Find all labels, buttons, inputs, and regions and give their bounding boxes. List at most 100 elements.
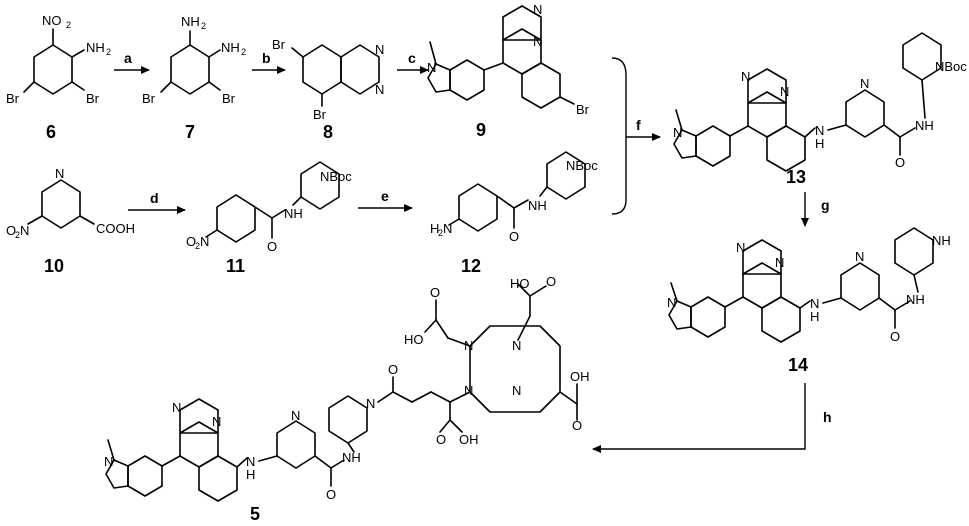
compound-label-7: 7: [185, 122, 195, 142]
atom-label: HO: [404, 332, 424, 347]
compound-14-structure: N N N N H N O NH NH: [667, 227, 951, 344]
atom-label: N: [464, 383, 473, 398]
compound-label-5: 5: [250, 504, 260, 524]
atom-label: Br: [6, 91, 20, 106]
atom-label: NH: [284, 206, 303, 221]
atom-label: COOH: [96, 221, 135, 236]
reaction-arrow-h: [592, 383, 806, 453]
compound-8-structure: Br Br N N: [272, 37, 384, 122]
compound-6-structure: NO 2 NH 2 Br Br: [6, 13, 111, 106]
atom-label: NH: [932, 233, 951, 248]
step-label-g: g: [821, 197, 830, 213]
atom-label: O: [895, 155, 905, 170]
atom-label: NH: [86, 40, 105, 55]
atom-label: O: [509, 229, 519, 244]
atom-label: N: [443, 221, 452, 236]
atom-subscript: 2: [15, 230, 20, 240]
atom-label: N: [291, 408, 300, 423]
compound-label-6: 6: [46, 122, 56, 142]
atom-label: N: [20, 223, 29, 238]
atom-label: N: [246, 454, 255, 469]
step-label-f: f: [636, 117, 641, 133]
atom-label: Br: [313, 107, 327, 122]
step-label-c: c: [408, 50, 416, 66]
atom-label: O: [572, 418, 582, 433]
atom-label: N: [673, 125, 682, 140]
atom-label: HO: [510, 276, 530, 291]
step-label-a: a: [124, 50, 132, 66]
atom-label: Br: [86, 91, 100, 106]
atom-label: Br: [142, 91, 156, 106]
atom-label: N: [667, 295, 676, 310]
atom-label: N: [775, 255, 784, 270]
atom-label: O: [186, 234, 196, 249]
atom-subscript: 2: [241, 47, 246, 57]
atom-label: H: [246, 467, 255, 482]
atom-label: N: [860, 76, 869, 91]
compound-5-structure: N N N N H N O NH N O O OH: [104, 274, 590, 502]
atom-label: O: [890, 329, 900, 344]
atom-label: O: [430, 285, 440, 300]
atom-label: NO: [42, 13, 62, 28]
atom-label: H: [815, 136, 824, 151]
atom-label: O: [267, 239, 277, 254]
atom-subscript: 2: [438, 228, 443, 238]
atom-label: N: [810, 296, 819, 311]
compound-9-structure: N N N Br: [427, 2, 590, 117]
atom-label: NH: [342, 450, 361, 465]
merge-bracket: [611, 57, 627, 215]
compound-13-structure: N N N N H N O NH NBoc: [673, 32, 967, 172]
atom-label: O: [546, 274, 556, 289]
atom-label: H: [430, 221, 439, 236]
compound-label-8: 8: [323, 122, 333, 142]
compound-label-9: 9: [476, 120, 486, 140]
atom-label: N: [780, 84, 789, 99]
compound-label-12: 12: [461, 256, 481, 276]
atom-label: NH: [915, 118, 934, 133]
atom-label: N: [375, 42, 384, 57]
atom-label: NBoc: [935, 59, 967, 74]
atom-label: N: [104, 454, 113, 469]
atom-subscript: 2: [201, 21, 206, 31]
compound-10-structure: N COOH O 2 N: [6, 166, 135, 240]
atom-label: OH: [570, 369, 590, 384]
atom-label: N: [212, 414, 221, 429]
atom-label: N: [533, 2, 542, 17]
atom-label: N: [427, 60, 436, 75]
atom-label: N: [55, 166, 64, 181]
atom-label: N: [512, 338, 521, 353]
atom-label: NH: [221, 40, 240, 55]
atom-subscript: 2: [195, 241, 200, 251]
atom-label: O: [326, 487, 336, 502]
atom-label: N: [736, 240, 745, 255]
atom-label: O: [436, 432, 446, 447]
compound-label-13: 13: [786, 167, 806, 187]
step-label-b: b: [262, 50, 271, 66]
atom-label: N: [512, 383, 521, 398]
atom-subscript: 2: [66, 20, 71, 30]
compound-7-structure: NH 2 NH 2 Br Br: [142, 14, 246, 106]
atom-label: Br: [222, 91, 236, 106]
atom-label: NBoc: [320, 169, 352, 184]
atom-label: OH: [459, 432, 479, 447]
atom-label: NH: [906, 292, 925, 307]
atom-label: NH: [181, 14, 200, 29]
atom-label: N: [172, 400, 181, 415]
step-label-d: d: [150, 190, 159, 206]
atom-label: N: [200, 234, 209, 249]
atom-label: O: [6, 223, 16, 238]
atom-label: N: [741, 69, 750, 84]
step-label-e: e: [381, 188, 389, 204]
compound-label-11: 11: [226, 256, 245, 276]
atom-label: H: [810, 309, 819, 324]
compound-label-14: 14: [788, 355, 808, 375]
atom-label: O: [388, 362, 398, 377]
compound-11-structure: O 2 N O NH NBoc: [186, 161, 352, 254]
step-label-h: h: [823, 409, 832, 425]
atom-label: N: [366, 396, 375, 411]
atom-subscript: 2: [106, 47, 111, 57]
atom-label: N: [815, 123, 824, 138]
atom-label: Br: [576, 102, 590, 117]
atom-label: Br: [272, 37, 286, 52]
